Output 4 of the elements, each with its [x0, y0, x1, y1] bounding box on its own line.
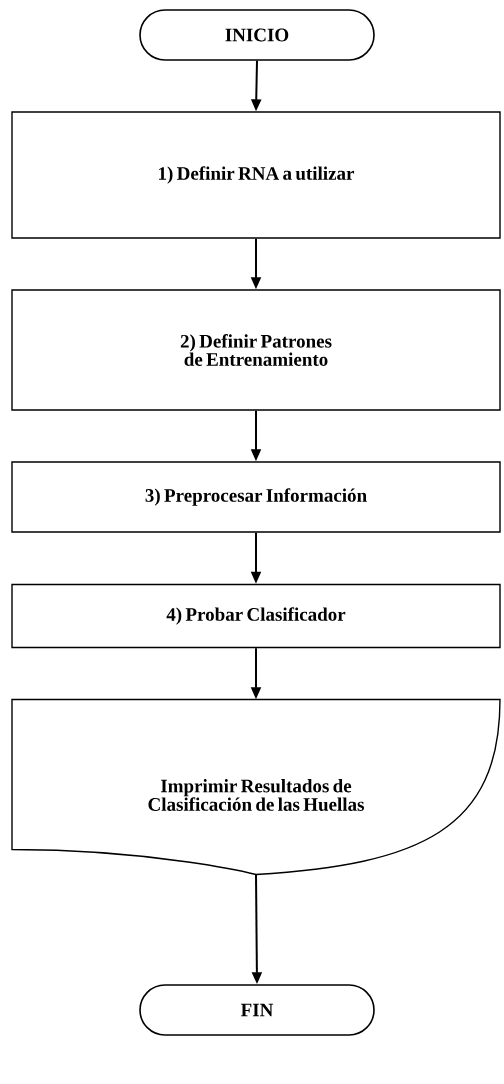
- process-box: 2) Definir Patrones de Entrenamiento: [11, 289, 501, 411]
- process-box: 4) Probar Clasificador: [11, 583, 501, 649]
- process-box: 3) Preprocesar Información: [11, 461, 501, 533]
- process-box: 1) Definir RNA a utilizar: [11, 111, 501, 239]
